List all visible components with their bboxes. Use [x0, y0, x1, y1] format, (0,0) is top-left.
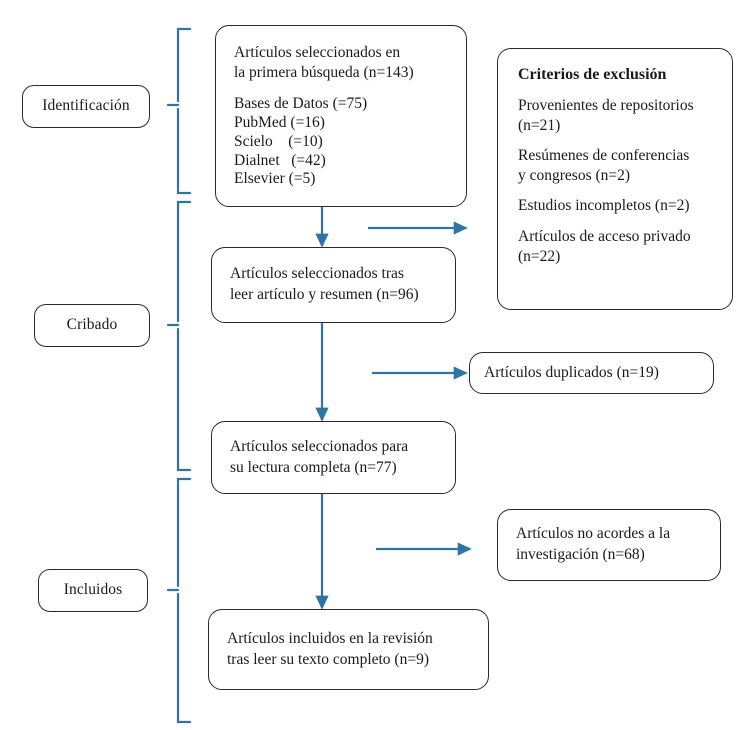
- flow-box-line: Artículos incluidos en la revisión: [227, 629, 433, 647]
- stage-box-cribado: Cribado: [34, 304, 150, 347]
- stage-label-identificacion: Identificación: [42, 97, 130, 115]
- criterio-item: Resúmenes de conferencias y congresos (n…: [518, 147, 690, 185]
- criterio-item: Estudios incompletos (n=2): [518, 197, 690, 215]
- stage-box-identificacion: Identificación: [22, 85, 150, 128]
- source-line: Bases de Datos (=75): [234, 94, 368, 112]
- flow-box-line: tras leer su texto completo (n=9): [227, 650, 429, 668]
- criterios-exclusion-heading: Criterios de exclusión: [518, 66, 667, 83]
- flow-box-busqueda-inicial: Artículos seleccionados en la primera bú…: [215, 25, 467, 207]
- brace-identificacion: [166, 27, 192, 195]
- brace-incluidos: [166, 477, 192, 724]
- stage-label-cribado: Cribado: [66, 316, 118, 334]
- stage-label-incluidos: Incluidos: [63, 581, 123, 599]
- side-box-duplicados: Artículos duplicados (n=19): [469, 352, 714, 394]
- stage-box-incluidos: Incluidos: [38, 569, 148, 612]
- flow-box-line: leer artículo y resumen (n=96): [230, 286, 419, 303]
- flow-box-line: Artículos seleccionados para: [230, 437, 409, 455]
- flow-box-cribado-resumen: Artículos seleccionados tras leer artícu…: [211, 247, 456, 323]
- source-line: Scielo (=10): [234, 132, 323, 150]
- source-line: PubMed (=16): [234, 113, 325, 131]
- criterio-item: Provenientes de repositorios (n=21): [518, 96, 694, 134]
- flow-box-incluidos-revision: Artículos incluidos en la revisión tras …: [208, 609, 489, 690]
- side-box-line: Artículos duplicados (n=19): [484, 363, 659, 381]
- side-box-line: investigación (n=68): [516, 546, 645, 563]
- flow-box-lectura-completa: Artículos seleccionados para su lectura …: [211, 421, 456, 494]
- side-box-no-acordes: Artículos no acordes a la investigación …: [497, 509, 721, 581]
- source-line: Elsevier (=5): [234, 170, 316, 188]
- source-line: Dialnet (=42): [234, 151, 326, 169]
- flow-box-line: Artículos seleccionados en: [234, 43, 401, 61]
- flow-box-line: la primera búsqueda (n=143): [234, 64, 414, 82]
- brace-cribado: [166, 200, 192, 472]
- side-box-line: Artículos no acordes a la: [516, 525, 671, 543]
- criterio-item: Artículos de acceso privado (n=22): [518, 227, 691, 265]
- panel-criterios-exclusion: Criterios de exclusión Provenientes de r…: [497, 48, 733, 310]
- flow-box-line: Artículos seleccionados tras: [230, 265, 404, 283]
- flow-box-line: su lectura completa (n=77): [230, 458, 397, 476]
